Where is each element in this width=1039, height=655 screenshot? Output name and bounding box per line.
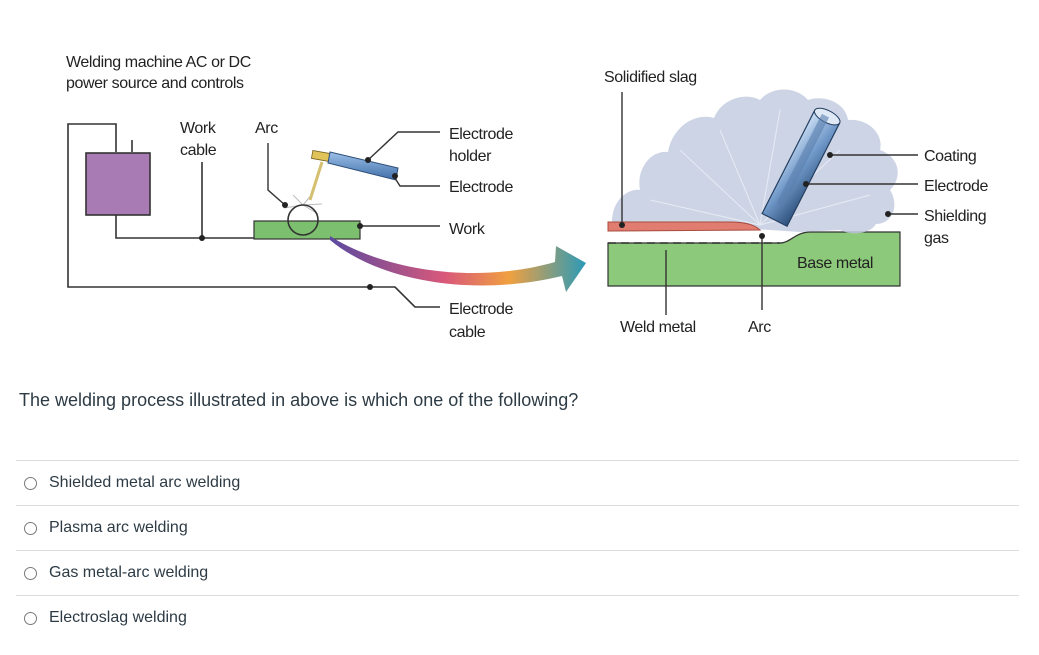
arc-label: Arc xyxy=(255,120,278,137)
arc-circle xyxy=(287,204,319,236)
solidified-slag-label: Solidified slag xyxy=(604,69,697,86)
answer-label-1: Shielded metal arc welding xyxy=(49,474,241,491)
slag-dot xyxy=(619,222,625,228)
electrode-holder-dot xyxy=(365,157,371,163)
answer-option-1[interactable]: Shielded metal arc welding xyxy=(16,460,1019,505)
work-cable-label-line2: cable xyxy=(180,142,217,159)
electrode-cable-label-line2: cable xyxy=(449,324,486,341)
magnify-arrow xyxy=(330,236,586,292)
power-source-label-line1: Welding machine AC or DC xyxy=(66,54,251,71)
answer-label-4: Electroslag welding xyxy=(49,609,187,626)
power-source-box xyxy=(85,152,151,216)
workpiece xyxy=(253,220,361,240)
question-text: The welding process illustrated in above… xyxy=(19,390,579,410)
answer-label-3: Gas metal-arc welding xyxy=(49,564,209,581)
radio-button-2[interactable] xyxy=(24,521,37,535)
holder-clamp xyxy=(310,150,332,162)
electrode-rod xyxy=(308,161,324,201)
weld-detail: Solidified slag xyxy=(604,69,989,336)
solidified-slag xyxy=(607,221,762,232)
coating-dot xyxy=(827,152,833,158)
electrode-cable-label-line1: Electrode xyxy=(449,301,513,318)
electrode-holder-pointer xyxy=(367,131,440,161)
electrode-pointer xyxy=(392,174,440,187)
work-dot xyxy=(357,223,363,229)
electrode-holder-label-line1: Electrode xyxy=(449,126,513,143)
work-cable-wire xyxy=(115,215,254,239)
arc-dot xyxy=(282,202,288,208)
arc-sparks xyxy=(283,192,323,215)
work-label: Work xyxy=(449,221,486,238)
shielding-gas-label-line2: gas xyxy=(924,230,949,247)
base-metal-label: Base metal xyxy=(797,255,873,272)
answer-label-2: Plasma arc welding xyxy=(49,519,188,536)
shielding-gas-dot xyxy=(885,211,891,217)
electrode-cable-dot xyxy=(367,284,373,290)
detail-electrode-label: Electrode xyxy=(924,178,988,195)
detail-arc-label: Arc xyxy=(748,319,771,336)
coating-label: Coating xyxy=(924,148,976,165)
electrode-holder xyxy=(327,151,399,181)
detail-arc-dot xyxy=(759,233,765,239)
answer-option-3[interactable]: Gas metal-arc welding xyxy=(16,550,1019,595)
work-cable-label-line1: Work xyxy=(180,120,217,137)
answer-option-4[interactable]: Electroslag welding xyxy=(16,595,1019,640)
weld-metal-label: Weld metal xyxy=(620,319,696,336)
electrode-label: Electrode xyxy=(449,179,513,196)
work-cable-dot xyxy=(199,235,205,241)
radio-button-4[interactable] xyxy=(24,611,37,625)
answer-option-2[interactable]: Plasma arc welding xyxy=(16,505,1019,550)
detail-electrode-dot xyxy=(803,181,809,187)
detail-electrode xyxy=(761,107,841,228)
base-metal xyxy=(607,231,901,287)
radio-button-3[interactable] xyxy=(24,566,37,580)
electrode-cable-wire xyxy=(67,123,440,308)
arc-pointer xyxy=(267,143,286,206)
welding-diagram: Welding machine AC or DC power source an… xyxy=(66,54,989,341)
shielding-gas-label-line1: Shielding xyxy=(924,208,986,225)
power-source-label-line2: power source and controls xyxy=(66,75,244,92)
answer-list: Shielded metal arc welding Plasma arc we… xyxy=(16,460,1019,640)
radio-button-1[interactable] xyxy=(24,476,37,490)
electrode-dot xyxy=(392,173,398,179)
welding-circuit: Welding machine AC or DC power source an… xyxy=(66,54,514,341)
electrode-holder-label-line2: holder xyxy=(449,148,492,165)
